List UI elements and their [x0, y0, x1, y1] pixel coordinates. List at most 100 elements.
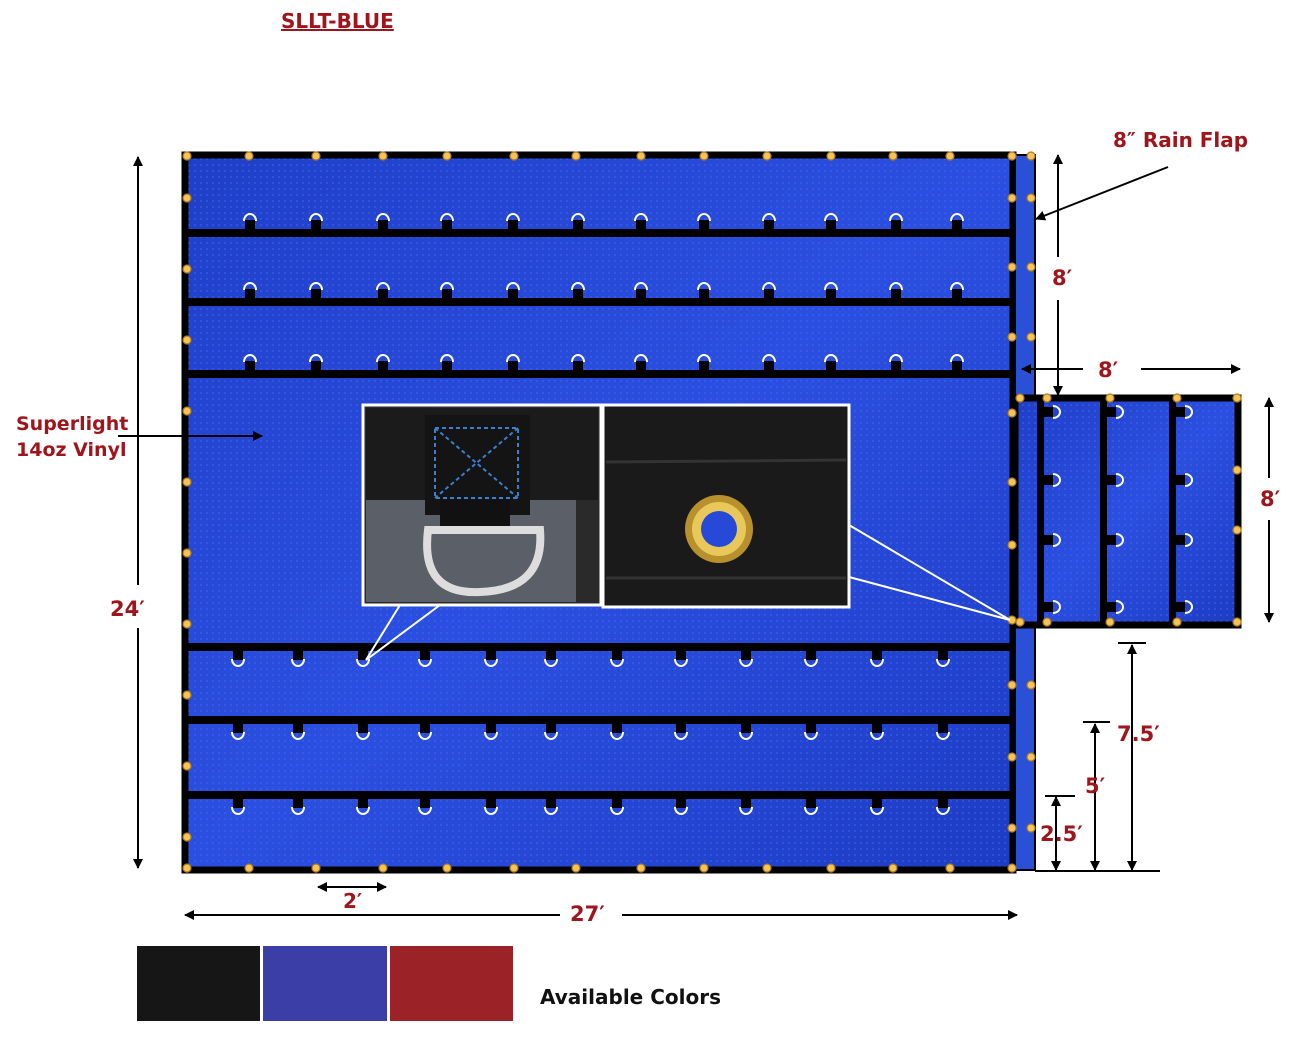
- d-ring: [571, 282, 585, 291]
- d-ring-tab: [952, 220, 962, 230]
- d-ring-tab: [311, 289, 321, 299]
- d-ring-tab: [1106, 475, 1116, 485]
- grommet: [1026, 151, 1036, 161]
- grommet: [182, 619, 192, 629]
- d-ring-tab: [826, 220, 836, 230]
- d-ring-tab: [764, 289, 774, 299]
- rain-flap-label: 8″ Rain Flap: [1113, 128, 1248, 152]
- d-ring: [870, 658, 884, 667]
- ring-spacing-label: 2′: [343, 889, 362, 913]
- grommet: [1015, 617, 1025, 627]
- d-ring-tab: [245, 361, 255, 371]
- d-ring-tab: [612, 650, 622, 660]
- grommet: [1172, 617, 1182, 627]
- grommet: [182, 761, 192, 771]
- d-ring: [936, 806, 950, 815]
- callout-lines: [365, 524, 1011, 661]
- d-ring: [634, 213, 648, 222]
- d-ring: [824, 354, 838, 363]
- d-ring: [231, 731, 245, 740]
- grommet: [1026, 752, 1036, 762]
- d-ring: [762, 282, 776, 291]
- webbing-strap: [185, 229, 1013, 237]
- d-ring-tab: [612, 798, 622, 808]
- d-ring: [889, 282, 903, 291]
- d-ring: [243, 354, 257, 363]
- grommet: [1007, 193, 1017, 203]
- d-ring: [291, 658, 305, 667]
- grommet: [888, 863, 898, 873]
- d-ring: [440, 354, 454, 363]
- grommet: [1026, 332, 1036, 342]
- d-ring-tab: [1043, 602, 1053, 612]
- d-rings: [231, 213, 964, 815]
- d-ring-tab: [293, 723, 303, 733]
- d-ring-tab: [764, 361, 774, 371]
- swatch-blue: [263, 946, 387, 1021]
- main-height-label: 24′: [110, 597, 145, 621]
- d-ring: [762, 354, 776, 363]
- dimension-arrows: [118, 154, 1274, 920]
- d-ring: [1184, 405, 1193, 419]
- d-ring: [376, 354, 390, 363]
- color-swatches: [137, 946, 513, 1021]
- grommet: [182, 406, 192, 416]
- d-ring: [376, 282, 390, 291]
- d-ring: [243, 282, 257, 291]
- d-ring: [610, 806, 624, 815]
- d-ring: [1184, 473, 1193, 487]
- d-ring-tab: [891, 361, 901, 371]
- grommet: [1007, 408, 1017, 418]
- d-ring-tab: [358, 723, 368, 733]
- d-ring-tab: [486, 650, 496, 660]
- d-ring: [674, 731, 688, 740]
- d-ring-tab: [442, 289, 452, 299]
- side-strap: [1100, 398, 1107, 625]
- d-ring-tab: [1043, 475, 1053, 485]
- flap-height-label: 8′: [1052, 266, 1073, 290]
- d-ring-tab: [699, 220, 709, 230]
- grommet: [826, 151, 836, 161]
- d-ring: [291, 731, 305, 740]
- grommet: [1007, 540, 1017, 550]
- d-ring-tab: [806, 723, 816, 733]
- d-ring-tab: [311, 220, 321, 230]
- grommet: [636, 863, 646, 873]
- webbing-strap: [185, 716, 1013, 724]
- grommet: [378, 151, 388, 161]
- grommet: [699, 863, 709, 873]
- d-ring: [1115, 473, 1124, 487]
- grommet: [1026, 823, 1036, 833]
- grommet: [182, 335, 192, 345]
- d-ring: [418, 806, 432, 815]
- d-ring-tab: [826, 289, 836, 299]
- grommet: [1007, 823, 1017, 833]
- grommet: [571, 863, 581, 873]
- d-ring-tab: [486, 723, 496, 733]
- d-ring-tab: [442, 220, 452, 230]
- d-ring: [634, 354, 648, 363]
- d-ring: [309, 354, 323, 363]
- d-ring: [634, 282, 648, 291]
- grommet: [1232, 465, 1242, 475]
- d-ring-tab: [378, 361, 388, 371]
- d-ring: [484, 731, 498, 740]
- grommet: [888, 151, 898, 161]
- d-ring-tab: [952, 361, 962, 371]
- grommet: [1007, 262, 1017, 272]
- d-ring: [739, 806, 753, 815]
- d-ring: [356, 806, 370, 815]
- d-ring: [1052, 533, 1061, 547]
- grommet: [182, 548, 192, 558]
- d-ring-tab: [938, 723, 948, 733]
- grommet: [1232, 525, 1242, 535]
- d-ring: [309, 282, 323, 291]
- webbing-strap: [185, 791, 1013, 799]
- grommet: [1232, 617, 1242, 627]
- d-ring: [544, 731, 558, 740]
- swatch-red: [390, 946, 513, 1021]
- d-ring-tab: [358, 650, 368, 660]
- d-ring: [936, 731, 950, 740]
- d-ring: [356, 658, 370, 667]
